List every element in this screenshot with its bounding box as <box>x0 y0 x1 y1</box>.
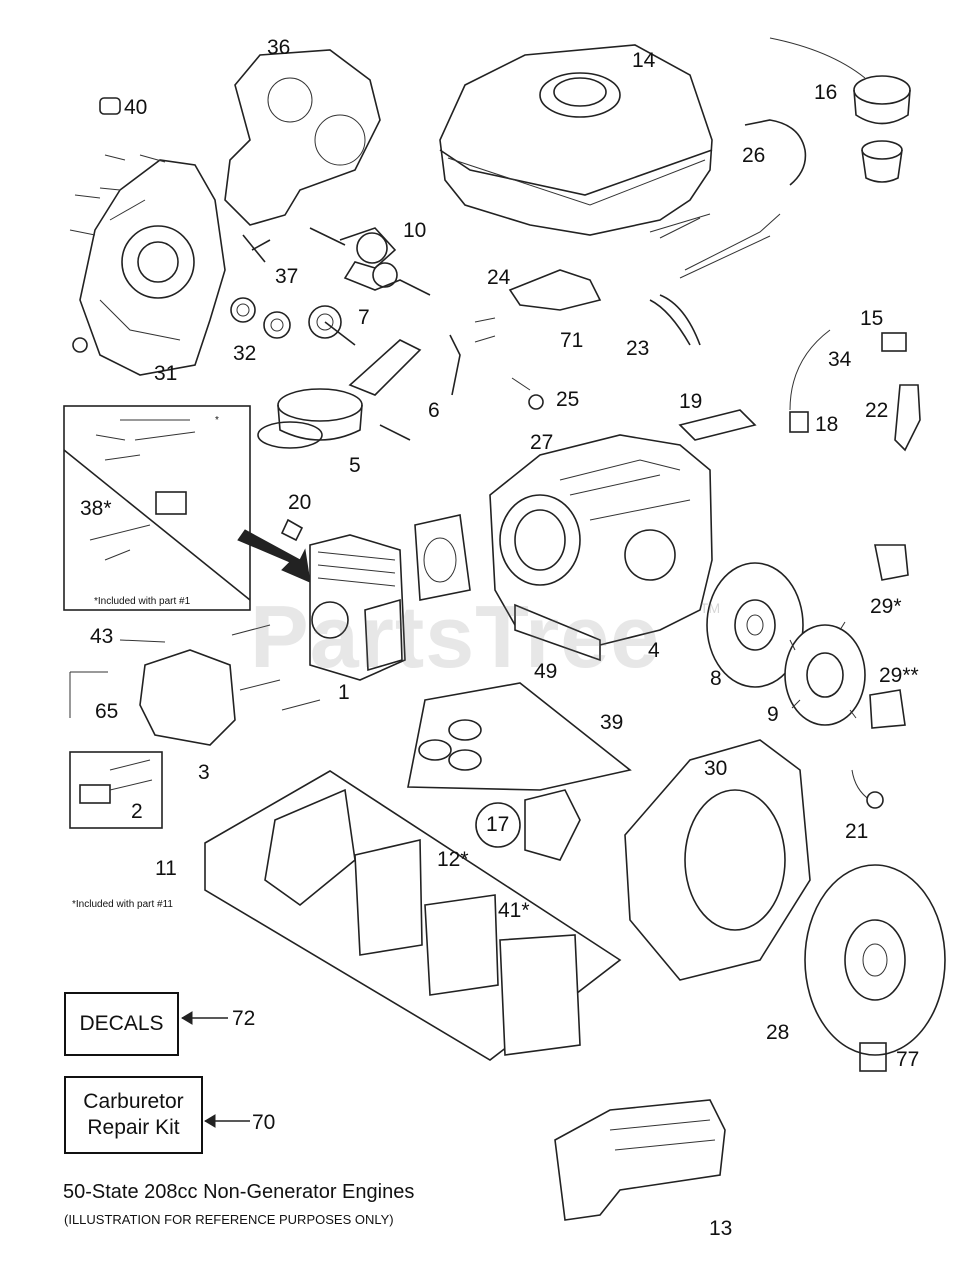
watermark-tm: TM <box>700 600 721 616</box>
part-label-15: 15 <box>860 307 884 330</box>
part-label-72: 72 <box>232 1007 256 1030</box>
blower-housing-drawing <box>624 739 811 981</box>
part-label-65: 65 <box>95 700 119 723</box>
part-label-16: 16 <box>814 81 838 104</box>
part-label-30: 30 <box>704 757 728 780</box>
part-label-13: 13 <box>709 1217 733 1240</box>
part-label-5: 5 <box>349 454 361 477</box>
part-label-29a: 29* <box>870 595 902 618</box>
part-label-4: 4 <box>648 639 660 662</box>
part-label-25: 25 <box>556 388 580 411</box>
part-label-71: 71 <box>560 329 584 352</box>
part-label-77: 77 <box>896 1048 920 1071</box>
part-label-34: 34 <box>828 348 852 371</box>
decals-label: DECALS <box>79 1011 164 1035</box>
fuel-cap-drawing <box>769 37 911 183</box>
part-label-2: 2 <box>131 800 143 823</box>
part-label-29b: 29** <box>879 664 919 687</box>
part-label-10: 10 <box>403 219 427 242</box>
decals-box: DECALS <box>64 992 179 1056</box>
part-label-3: 3 <box>198 761 210 784</box>
part-label-21: 21 <box>845 820 869 843</box>
watermark: PartsTree <box>250 587 661 686</box>
flywheel-drawing <box>706 562 804 688</box>
included-with-part-11-note: *Included with part #11 <box>72 899 173 910</box>
part-label-22: 22 <box>865 399 889 422</box>
part-label-28: 28 <box>766 1021 790 1044</box>
part-label-49: 49 <box>534 660 558 683</box>
part-label-20: 20 <box>288 491 312 514</box>
crankcase-cover-drawing <box>72 159 226 376</box>
part-label-1: 1 <box>338 681 350 704</box>
part-label-18: 18 <box>815 413 839 436</box>
part-label-38: 38* <box>80 497 112 520</box>
part-label-70: 70 <box>252 1111 276 1134</box>
repair-kit-label: Repair Kit <box>87 1116 180 1139</box>
part-label-27: 27 <box>530 431 554 454</box>
part-label-11: 11 <box>155 857 177 880</box>
part-label-6: 6 <box>428 399 440 422</box>
muffler-guard-drawing <box>554 1099 726 1221</box>
fuel-tank-drawing <box>439 44 713 236</box>
part-label-9: 9 <box>767 703 779 726</box>
part-label-8: 8 <box>710 667 722 690</box>
cylinder-head-drawing <box>309 534 406 681</box>
part-label-19: 19 <box>679 390 703 413</box>
part-label-14: 14 <box>632 49 656 72</box>
part-label-31: 31 <box>154 362 178 385</box>
part-label-37: 37 <box>275 265 299 288</box>
diagram-title: 50-State 208cc Non-Generator Engines <box>63 1181 415 1203</box>
part-label-26: 26 <box>742 144 766 167</box>
part-label-43: 43 <box>90 625 114 648</box>
star-note: * <box>215 415 219 426</box>
gasket-drawing <box>224 49 381 226</box>
included-with-part-1-note: *Included with part #1 <box>94 596 191 607</box>
recoil-starter-drawing <box>804 864 946 1056</box>
part-label-39: 39 <box>600 711 624 734</box>
part-label-32: 32 <box>233 342 257 365</box>
part-label-40: 40 <box>124 96 148 119</box>
part-label-24: 24 <box>487 266 511 289</box>
part-label-36: 36 <box>267 36 291 59</box>
fan-drawing <box>784 621 866 726</box>
part-label-7: 7 <box>358 306 370 329</box>
part-label-17: 17 <box>486 813 510 836</box>
part-label-23: 23 <box>626 337 650 360</box>
part-label-41: 41* <box>498 899 530 922</box>
engine-block-drawing <box>489 434 713 662</box>
diagram-subtitle: (ILLUSTRATION FOR REFERENCE PURPOSES ONL… <box>64 1212 394 1227</box>
carburetor-label: Carburetor <box>83 1089 184 1113</box>
carburetor-repair-kit-box: Carburetor Repair Kit <box>64 1076 203 1154</box>
crankshaft-drawing <box>309 227 431 296</box>
part-label-12: 12* <box>437 848 469 871</box>
